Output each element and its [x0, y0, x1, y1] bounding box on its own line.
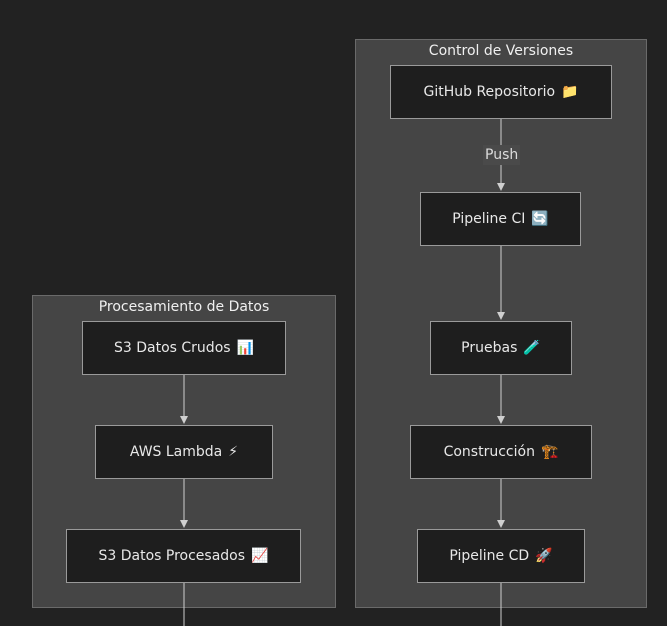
node-label: Pruebas: [461, 340, 518, 356]
construction-icon: 🏗️: [540, 444, 559, 460]
node-label: S3 Datos Procesados: [98, 548, 246, 564]
cluster-title: Control de Versiones: [428, 43, 574, 59]
node-construccion[interactable]: Construcción 🏗️: [410, 425, 592, 479]
lightning-icon: ⚡: [228, 444, 239, 460]
node-github-repositorio[interactable]: GitHub Repositorio 📁: [390, 65, 612, 119]
node-label: AWS Lambda: [129, 444, 223, 460]
node-s3-datos-crudos[interactable]: S3 Datos Crudos 📊: [82, 321, 286, 375]
test-tube-icon: 🧪: [523, 340, 541, 356]
node-label: S3 Datos Crudos: [114, 340, 231, 356]
folder-icon: 📁: [561, 84, 579, 100]
bar-chart-icon: 📊: [236, 340, 254, 356]
edge-label-push: Push: [483, 145, 521, 165]
node-s3-datos-procesados[interactable]: S3 Datos Procesados 📈: [66, 529, 301, 583]
node-label: Pipeline CI: [452, 211, 526, 227]
cluster-title: Procesamiento de Datos: [98, 299, 270, 315]
node-label: Construcción: [443, 444, 535, 460]
rocket-icon: 🚀: [535, 548, 553, 564]
node-pipeline-cd[interactable]: Pipeline CD 🚀: [417, 529, 585, 583]
node-pipeline-ci[interactable]: Pipeline CI 🔄: [420, 192, 581, 246]
node-label: Pipeline CD: [449, 548, 530, 564]
node-aws-lambda[interactable]: AWS Lambda ⚡: [95, 425, 273, 479]
node-pruebas[interactable]: Pruebas 🧪: [430, 321, 572, 375]
trend-chart-icon: 📈: [251, 548, 269, 564]
refresh-icon: 🔄: [531, 211, 549, 227]
node-label: GitHub Repositorio: [423, 84, 556, 100]
